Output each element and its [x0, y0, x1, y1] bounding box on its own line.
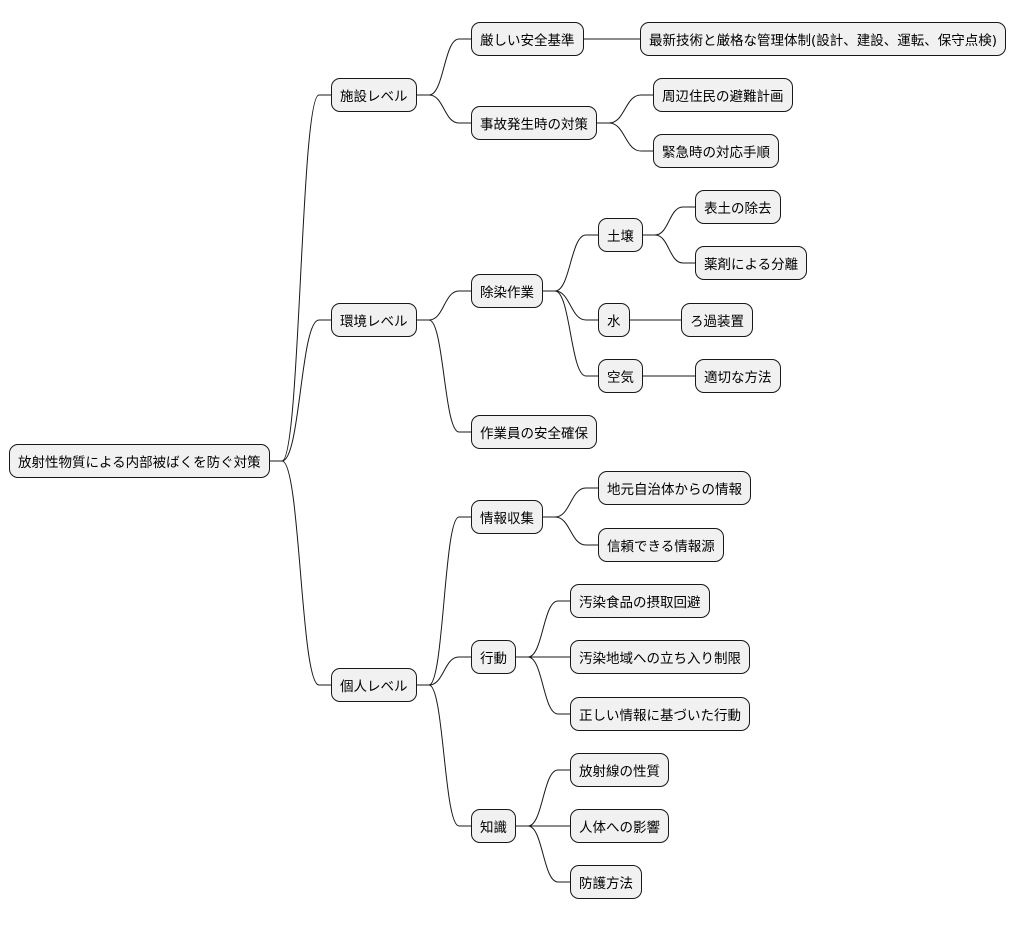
node-evac-plan: 周辺住民の避難計画	[653, 78, 793, 112]
node-latest-tech: 最新技術と厳格な管理体制(設計、建設、運転、保守点検)	[640, 22, 1007, 56]
link-info-collect-reliable-src	[543, 516, 598, 546]
link-decontam-soil	[543, 234, 598, 292]
link-personal-knowledge	[417, 684, 471, 827]
node-accident-measures: 事故発生時の対策	[471, 106, 597, 140]
link-root-environment	[270, 319, 331, 462]
node-action: 行動	[471, 640, 516, 674]
node-decontam: 除染作業	[471, 274, 543, 308]
link-personal-info-collect	[417, 516, 471, 686]
node-environment: 環境レベル	[331, 303, 417, 337]
node-reliable-src: 信頼できる情報源	[598, 528, 724, 562]
node-water: 水	[598, 303, 630, 337]
link-environment-worker-safety	[417, 319, 471, 433]
node-air: 空気	[598, 359, 643, 393]
link-knowledge-radiation-nature	[516, 769, 570, 827]
node-facility: 施設レベル	[331, 78, 417, 112]
node-restrict-area: 汚染地域への立ち入り制限	[570, 640, 750, 674]
node-local-gov: 地元自治体からの情報	[598, 471, 751, 505]
link-info-collect-local-gov	[543, 487, 598, 518]
link-decontam-air	[543, 290, 598, 377]
node-filter: ろ過装置	[681, 303, 753, 337]
node-info-collect: 情報収集	[471, 500, 543, 534]
link-personal-action	[417, 656, 471, 686]
link-facility-strict-safety	[417, 38, 471, 96]
node-protection: 防護方法	[570, 865, 642, 899]
node-worker-safety: 作業員の安全確保	[471, 415, 597, 449]
node-avoid-food: 汚染食品の摂取回避	[570, 584, 710, 618]
node-chem-sep: 薬剤による分離	[695, 246, 808, 280]
node-radiation-nature: 放射線の性質	[570, 753, 669, 787]
node-topsoil: 表土の除去	[695, 190, 781, 224]
link-soil-chem-sep	[643, 234, 695, 264]
node-body-effect: 人体への影響	[570, 809, 669, 843]
node-soil: 土壌	[598, 218, 643, 252]
node-knowledge: 知識	[471, 809, 516, 843]
node-emergency-proc: 緊急時の対応手順	[653, 134, 779, 168]
link-accident-measures-evac-plan	[597, 94, 653, 124]
link-knowledge-protection	[516, 825, 570, 883]
link-action-avoid-food	[516, 600, 570, 658]
link-environment-decontam	[417, 290, 471, 321]
link-action-correct-action	[516, 656, 570, 715]
link-root-facility	[270, 94, 331, 462]
node-correct-action: 正しい情報に基づいた行動	[570, 697, 750, 731]
link-root-personal	[270, 460, 331, 686]
link-facility-accident-measures	[417, 94, 471, 124]
node-root: 放射性物質による内部被ばくを防ぐ対策	[9, 444, 270, 478]
node-personal: 個人レベル	[331, 668, 417, 702]
link-accident-measures-emergency-proc	[597, 122, 653, 152]
node-strict-safety: 厳しい安全基準	[471, 22, 584, 56]
node-proper-method: 適切な方法	[695, 359, 781, 393]
link-soil-topsoil	[643, 206, 695, 236]
link-decontam-water	[543, 290, 598, 321]
